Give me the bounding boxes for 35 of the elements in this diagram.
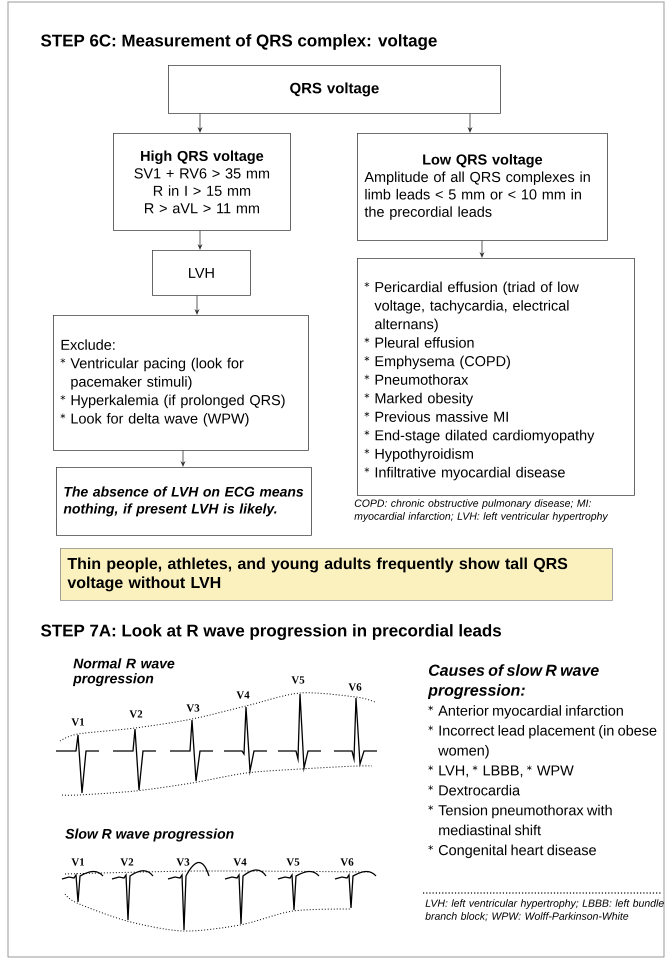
list-item: Dextrocardia: [439, 784, 520, 796]
section-title: STEP 7A: Look at R wave progression in precordial leads: [41, 624, 501, 640]
process-box: High QRS voltage SV1 + RV6 > 35 mm R in I > 15 mm R > aVL > 11 mm: [113, 133, 291, 231]
lead-label: V5: [286, 858, 300, 866]
lead-label: V5: [291, 676, 304, 684]
panel-title: Normal R wave progression: [72, 658, 174, 686]
list-item: LVH,: [439, 765, 468, 778]
title: STEP 6C: Measurement of QRS complex: voltage: [41, 34, 437, 50]
list-item: Congenital heart disease: [438, 844, 596, 858]
process-box: QRS voltage: [168, 65, 501, 114]
list-heading: Causes of slow R wave progression:: [428, 664, 599, 699]
conclusion-box: The absence of LVH on ECG means nothing, if present LVH is likely.: [56, 467, 312, 536]
list-item: Tension pneumothorax with mediastinal shift: [438, 804, 612, 836]
footnote: COPD: chronic obstructive pulmonary disease; MI: myocardial infarction; LVH: left ventricular hypertrophy: [354, 499, 608, 522]
lead-label: V3: [186, 704, 200, 712]
panel-title: Slow R wave progression: [65, 828, 234, 842]
lead-label: V1: [71, 718, 84, 726]
list-item: Anterior myocardial infarction: [438, 705, 623, 719]
lead-label: V1: [71, 858, 84, 866]
lead-label: V2: [129, 710, 142, 718]
process-box: LVH: [152, 250, 251, 296]
lead-label: V6: [340, 858, 354, 866]
process-box: Exclude: Ventricular pacing (look for pacemaker stimuli) Hyperkalemia (if prolonged QRS) Look for delta wave (WPW): [53, 315, 309, 451]
list-item: LBBB,: [484, 765, 522, 778]
footnote: LVH: left ventricular hypertrophy; LBBB: left bundle branch block; WPW: Wolff-Parkinson-White: [425, 899, 664, 922]
process-box: Pericardial effusion (triad of low voltage, tachycardia, electrical alternans) Pleural effusion Emphysema (COPD) Pneumothorax Marked obesity Previous massive MI End-stage dilated cardiomyopathy Hypothyroidism Infiltrative myocardial disease: [357, 258, 635, 496]
lead-label: V4: [233, 858, 246, 866]
lead-label: V2: [120, 858, 134, 866]
process-box: Low QRS voltage Amplitude of all QRS complexes in limb leads < 5 mm or < 10 mm in the precordial leads: [357, 133, 608, 241]
list-item: Incorrect lead placement (in obese women): [438, 725, 656, 758]
lead-label: V6: [348, 683, 362, 691]
lead-label: V4: [236, 691, 250, 699]
list-item: WPW: [536, 765, 574, 776]
note-box: Thin people, athletes, and young adults frequently show tall QRS voltage without LVH: [60, 548, 613, 601]
lead-label: V3: [176, 858, 190, 866]
